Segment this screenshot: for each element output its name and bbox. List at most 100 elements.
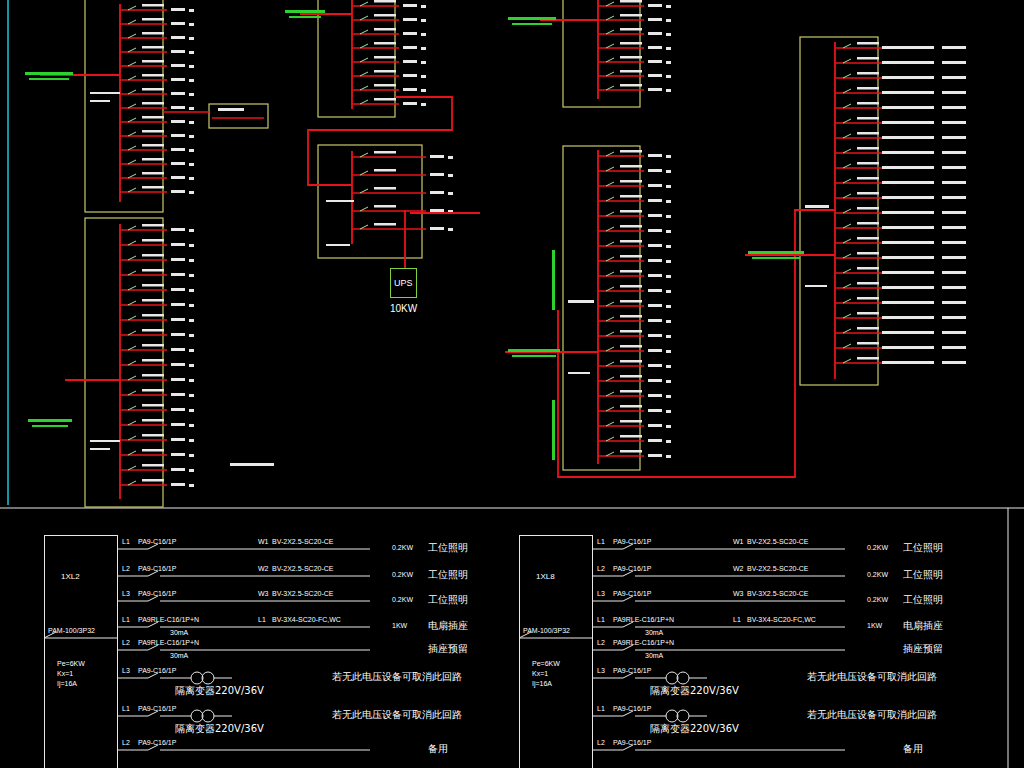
breaker-type: PA9RLE-C16/1P+N (613, 616, 674, 624)
branch-wire (120, 319, 167, 321)
load-name: 工位照明 (428, 569, 468, 581)
text-placeholder (805, 205, 829, 208)
text-placeholder (857, 87, 879, 90)
breaker-symbol (843, 194, 851, 198)
text-placeholder (857, 342, 879, 345)
transformer-symbol (677, 672, 689, 684)
branch-wire (120, 65, 167, 67)
branch-wire (598, 335, 644, 337)
text-placeholder (882, 196, 934, 199)
branch-line (160, 750, 370, 751)
note: 若无此电压设备可取消此回路 (807, 709, 937, 721)
text-placeholder (648, 60, 662, 63)
branch-line (118, 576, 148, 577)
text-placeholder (857, 117, 879, 120)
text-placeholder (403, 74, 417, 77)
text-placeholder (666, 215, 671, 218)
text-placeholder (171, 378, 185, 381)
text-placeholder (430, 173, 444, 176)
branch-line (635, 716, 666, 717)
note: 若无此电压设备可取消此回路 (332, 709, 462, 721)
text-placeholder (171, 148, 185, 151)
text-placeholder (620, 225, 642, 228)
text-placeholder (171, 78, 185, 81)
text-placeholder (230, 463, 274, 466)
breaker-symbol (843, 179, 851, 183)
text-placeholder (620, 28, 642, 31)
text-placeholder (620, 0, 642, 3)
circuit-id: W3 (733, 590, 744, 598)
busbar (351, 0, 353, 109)
text-placeholder (648, 424, 662, 427)
load-name: 工位照明 (903, 569, 943, 581)
breaker-symbol (360, 171, 368, 175)
panel-frame (318, 145, 422, 258)
text-placeholder (142, 479, 164, 482)
branch-line (118, 750, 148, 751)
text-placeholder (620, 375, 642, 378)
frame-line (0, 508, 1024, 509)
text-placeholder (430, 191, 444, 194)
text-placeholder (421, 5, 426, 8)
breaker-symbol (606, 30, 614, 34)
branch-wire (352, 75, 399, 77)
breaker-symbol (843, 44, 851, 48)
breaker-type: PA9-C16/1P (138, 705, 176, 713)
text-placeholder (882, 241, 934, 244)
branch-wire (120, 79, 167, 81)
power-rating: 0.2KW (392, 571, 413, 579)
breaker-symbol (843, 239, 851, 243)
power-rating: 0.2KW (867, 571, 888, 579)
breaker-symbol (128, 146, 136, 150)
circuit-no: L1 (597, 616, 605, 624)
circuit-no: L2 (122, 739, 130, 747)
text-placeholder (142, 419, 164, 422)
branch-wire (835, 92, 882, 94)
breaker-symbol (606, 44, 614, 48)
breaker-symbol (128, 346, 136, 350)
branch-wire (598, 5, 644, 7)
text-placeholder (620, 195, 642, 198)
load-data: Ij=16A (532, 680, 552, 688)
ups-box: UPS10KW (390, 268, 417, 298)
branch-wire (598, 440, 644, 442)
circuit-no: L2 (597, 565, 605, 573)
cable-tag (512, 23, 552, 25)
text-placeholder (189, 135, 194, 138)
branch-wire (835, 107, 882, 109)
text-placeholder (620, 315, 642, 318)
breaker-symbol (128, 436, 136, 440)
branch-wire (835, 122, 882, 124)
breaker-symbol (843, 104, 851, 108)
branch-wire (120, 163, 167, 165)
text-placeholder (620, 56, 642, 59)
text-placeholder (189, 484, 194, 487)
branch-wire (598, 365, 644, 367)
text-placeholder (90, 440, 120, 442)
breaker-symbol (843, 314, 851, 318)
circuit-id: L1 (258, 616, 266, 624)
breaker-symbol (606, 257, 614, 261)
text-placeholder (142, 116, 164, 119)
breaker-symbol (128, 421, 136, 425)
load-name: 工位照明 (903, 594, 943, 606)
branch-wire (120, 37, 167, 39)
text-placeholder (882, 121, 934, 124)
branch-wire (598, 185, 644, 187)
text-placeholder (374, 42, 396, 45)
text-placeholder (142, 254, 164, 257)
text-placeholder (620, 390, 642, 393)
branch-wire (352, 228, 426, 230)
text-placeholder (189, 244, 194, 247)
branch-wire (835, 77, 882, 79)
circuit-no: L2 (122, 639, 130, 647)
branch-line (635, 650, 845, 651)
text-placeholder (648, 319, 662, 322)
breaker-symbol (606, 452, 614, 456)
branch-wire (120, 439, 167, 441)
text-placeholder (171, 408, 185, 411)
text-placeholder (430, 227, 444, 230)
text-placeholder (648, 334, 662, 337)
text-placeholder (189, 37, 194, 40)
load-name: 电扇插座 (428, 620, 468, 632)
